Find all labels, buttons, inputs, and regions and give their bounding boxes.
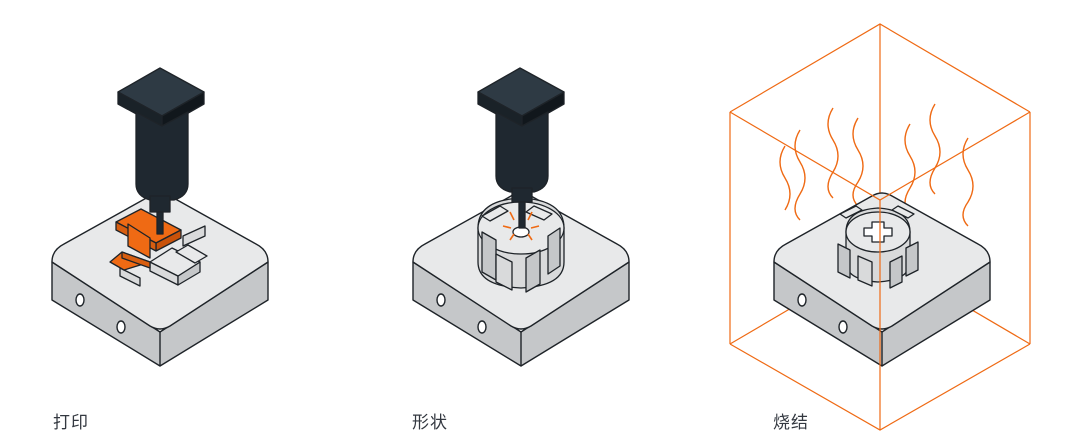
panel-shape <box>412 67 630 367</box>
extruder-icon <box>477 67 565 229</box>
step-label-sinter: 烧结 <box>773 413 809 433</box>
part-icon <box>477 197 565 293</box>
heat-wave-icon <box>779 103 974 227</box>
step-label-shape: 形状 <box>412 413 448 433</box>
step-label-print: 打印 <box>53 413 89 433</box>
part-icon <box>837 205 919 289</box>
panel-print <box>51 67 269 367</box>
extruder-icon <box>117 67 205 235</box>
printed-layer <box>109 208 182 271</box>
panel-sinter <box>729 23 1031 431</box>
furnace-box-front <box>729 111 1031 431</box>
